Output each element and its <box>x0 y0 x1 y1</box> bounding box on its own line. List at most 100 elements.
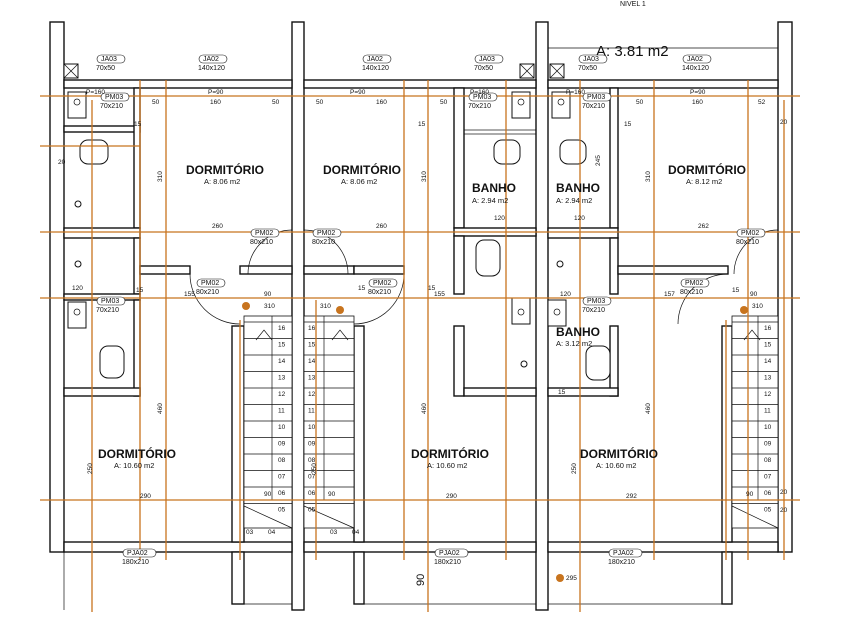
opening-tag-frame <box>312 228 342 238</box>
opening-tag-code: JA03 <box>101 56 117 63</box>
opening-tag-size: 80x210 <box>196 289 219 296</box>
dimension-label: 90 <box>746 491 754 498</box>
opening-tag: PM02 80x210 <box>312 228 342 246</box>
stair-step-number: 12 <box>764 391 772 398</box>
stair-step-number: 16 <box>308 325 316 332</box>
stair-break-line <box>243 505 293 529</box>
stair-step-number: 10 <box>278 424 286 431</box>
stair-step-number: 13 <box>278 375 286 382</box>
room-title: BANHO <box>556 181 600 195</box>
dimension-label: 250 <box>311 463 318 474</box>
opening-tag: JA02 140x120 <box>362 54 392 72</box>
dimension-label: 295 <box>566 575 577 582</box>
room-area: A: 8.06 m2 <box>341 177 377 186</box>
dimension-label: 460 <box>421 403 428 414</box>
room-area: A: 2.94 m2 <box>472 196 508 205</box>
dimension-label: P=90 <box>690 89 706 96</box>
dimension-label: 15 <box>134 121 142 128</box>
dimension-label: 15 <box>428 285 436 292</box>
opening-tag-code: PJA02 <box>439 550 460 557</box>
stair-step-number: 07 <box>278 474 286 481</box>
dimension-lines <box>40 80 800 612</box>
dimension-label: 50 <box>272 99 280 106</box>
stair-step-number: 16 <box>278 325 286 332</box>
opening-tag: JA03 70x50 <box>578 54 608 72</box>
room-area: A: 10.60 m2 <box>114 461 154 470</box>
stair-step-number: 13 <box>764 375 772 382</box>
stair-step-number: 13 <box>308 375 316 382</box>
dimension-label: 310 <box>320 303 331 310</box>
stair-arrow-icon <box>331 329 349 341</box>
dimension-label: 03 <box>330 529 338 536</box>
stair-arrow-icon <box>743 329 761 341</box>
dimension-label: 155 <box>434 291 445 298</box>
dimension-label: 50 <box>636 99 644 106</box>
dimension-label: 20 <box>58 159 66 166</box>
opening-tag-code: JA02 <box>367 56 383 63</box>
dimension-label: 50 <box>440 99 448 106</box>
opening-tag-size: 140x120 <box>198 65 225 72</box>
opening-tag-size: 180x210 <box>122 559 149 566</box>
opening-tag-frame <box>196 278 226 288</box>
stair-arrow-icon <box>255 329 273 341</box>
dimension-label: 15 <box>136 287 144 294</box>
staircase-outline <box>243 315 293 529</box>
opening-tag-size: 80x210 <box>312 239 335 246</box>
dimension-label: 120 <box>560 291 571 298</box>
opening-tag-frame <box>608 548 643 558</box>
stair-step-number: 06 <box>278 490 286 497</box>
stair-step-number: 06 <box>764 490 772 497</box>
opening-tag-frame <box>198 54 228 64</box>
dimension-label: 15 <box>624 121 632 128</box>
dimension-label: 310 <box>752 303 763 310</box>
stair-break-line <box>303 505 355 529</box>
opening-tag-code: PM02 <box>201 280 219 287</box>
room-title: DORMITÓRIO <box>580 446 658 461</box>
room-area: A: 8.06 m2 <box>204 177 240 186</box>
stair-step-number: 11 <box>278 408 285 415</box>
stair-step-number: 06 <box>308 490 316 497</box>
dimension-label: P=160 <box>470 89 489 96</box>
opening-tag-size: 80x210 <box>250 239 273 246</box>
opening-tags: JA0370x50JA02140x120JA02140x120JA0370x50… <box>96 54 766 566</box>
opening-tag-size: 180x210 <box>608 559 635 566</box>
dimension-label: 250 <box>571 463 578 474</box>
room-area: A: 3.12 m2 <box>556 339 592 348</box>
room-area: A: 8.12 m2 <box>686 177 722 186</box>
dimension-label: 245 <box>595 155 602 166</box>
dimension-label: P=90 <box>208 89 224 96</box>
opening-tag-code: JA03 <box>583 56 599 63</box>
dimension-label: 90 <box>750 291 758 298</box>
opening-tag-size: 140x120 <box>362 65 389 72</box>
opening-tag-size: 70x50 <box>96 65 115 72</box>
opening-tag-size: 70x210 <box>468 103 491 110</box>
opening-tag: JA03 70x50 <box>96 54 126 72</box>
opening-tag-code: PJA02 <box>613 550 634 557</box>
opening-tag-frame <box>582 92 612 102</box>
opening-tag-size: 70x50 <box>578 65 597 72</box>
dimension-label: 15 <box>732 287 740 294</box>
dimension-label: 120 <box>494 215 505 222</box>
markers <box>74 200 748 582</box>
dimension-label: 460 <box>157 403 164 414</box>
opening-tag-size: 80x210 <box>368 289 391 296</box>
dimension-label: 52 <box>758 99 766 106</box>
opening-tag-size: 140x120 <box>682 65 709 72</box>
dimension-label: 260 <box>376 223 387 230</box>
stair-step-number: 07 <box>308 474 316 481</box>
dimension-label: P=160 <box>86 89 105 96</box>
dimension-label: 250 <box>87 463 94 474</box>
stair-step-number: 14 <box>278 358 286 365</box>
dimension-label: 292 <box>626 493 637 500</box>
room-title: BANHO <box>556 325 600 339</box>
dimension-label: 310 <box>645 171 652 182</box>
opening-tag-code: PM02 <box>317 230 335 237</box>
stair-step-number: 15 <box>764 342 772 349</box>
dimension-label: 155 <box>184 291 195 298</box>
